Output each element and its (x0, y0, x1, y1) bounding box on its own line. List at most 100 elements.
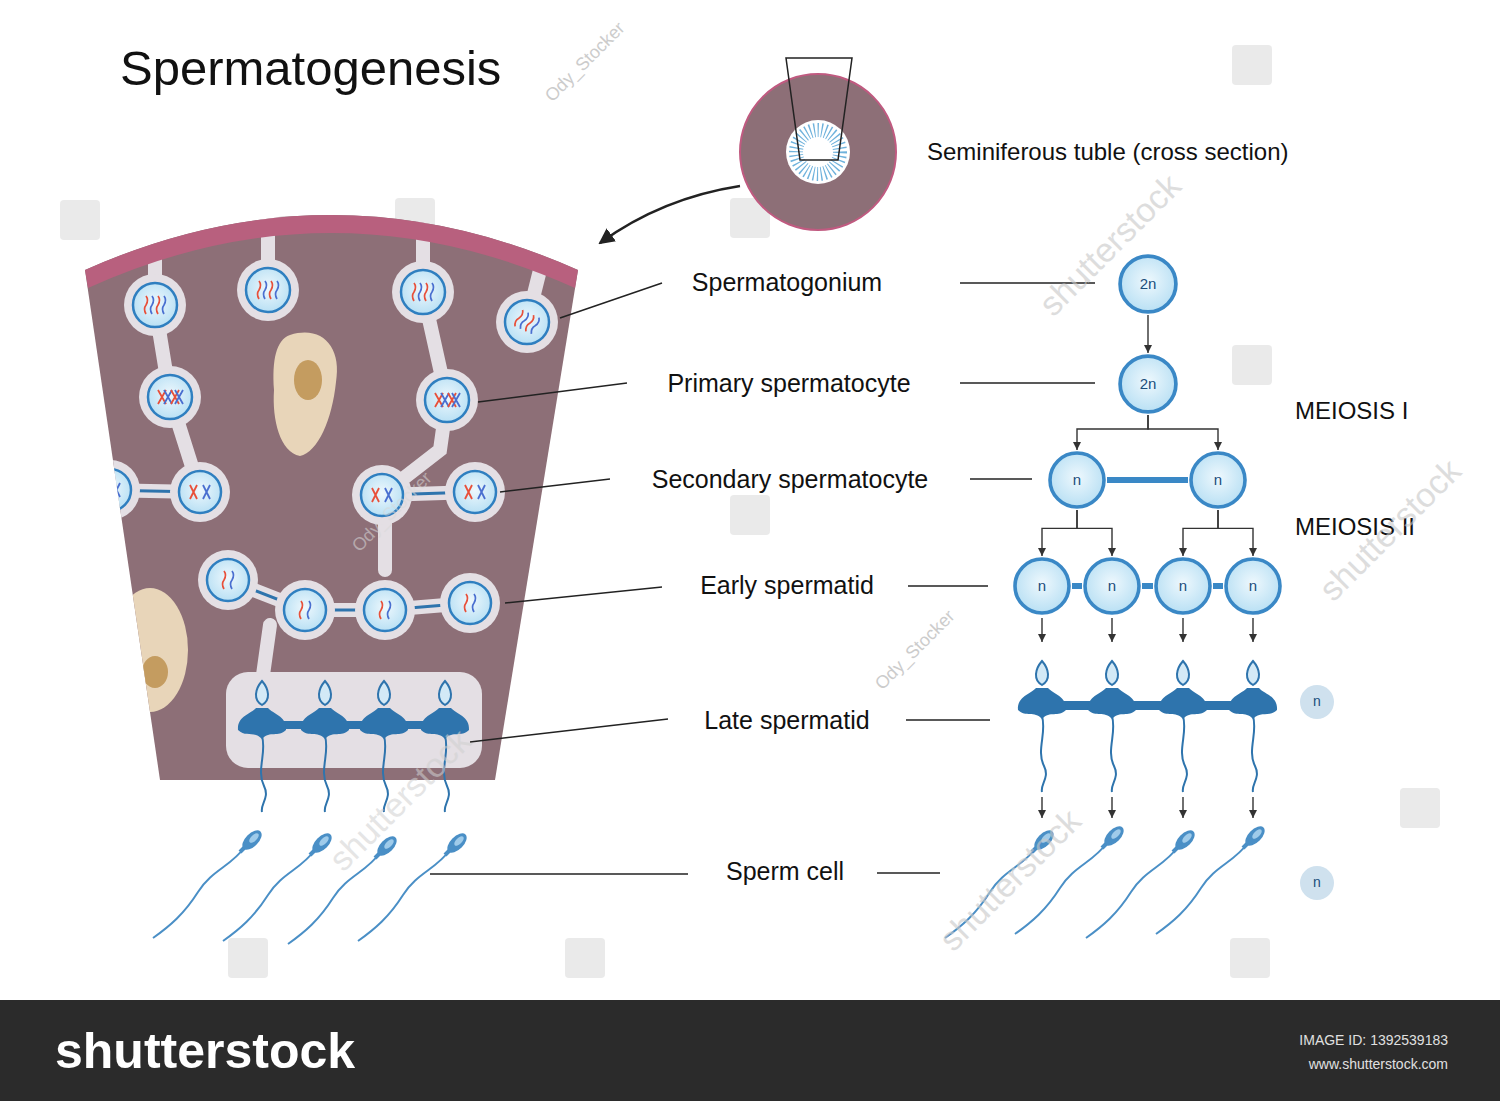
footer-url: www.shutterstock.com (1309, 1056, 1448, 1072)
watermark-square (565, 938, 605, 978)
sertoli-nucleus (294, 360, 322, 400)
circle-shape (1015, 559, 1069, 613)
chromosome-set (413, 283, 434, 301)
leader-line (877, 872, 940, 874)
chromosome-set (300, 601, 311, 619)
section-frame (786, 58, 852, 160)
chromosome-set (465, 594, 476, 612)
cytoplasmic-bridge (262, 721, 445, 729)
ploidy-text: 2n (1140, 276, 1157, 293)
cell-circle: n (1188, 450, 1248, 510)
division-arrow (1148, 415, 1218, 450)
cell-circle: n (1012, 556, 1072, 616)
cell-body (170, 462, 230, 522)
early-spermatid-nucleus (284, 589, 326, 631)
spermatogonium-nucleus (401, 270, 445, 314)
ploidy-text: n (1038, 578, 1046, 595)
stage-label: Spermatogonium (692, 268, 882, 297)
chromosome-set (190, 485, 210, 499)
diagram-title: Spermatogenesis (120, 40, 501, 96)
ploidy-text: n (1313, 875, 1321, 890)
cell-body (198, 550, 258, 610)
ploidy-text: 2n (1140, 376, 1157, 393)
stage-arrow (1252, 618, 1253, 642)
cell-stalks (100, 220, 540, 682)
leader-line (906, 719, 990, 721)
cell-nuclei (89, 268, 549, 631)
circle-shape (1156, 559, 1210, 613)
ploidy-text: n (1249, 578, 1257, 595)
sertoli-nucleus (142, 656, 168, 688)
cell-body (496, 291, 558, 353)
circle-shape (1226, 559, 1280, 613)
circle-shape (1191, 453, 1245, 507)
early-spermatid-nucleus (449, 582, 491, 624)
tubule-cross-section (600, 58, 896, 243)
leader-line (560, 283, 662, 318)
watermark-square (60, 200, 100, 240)
cell-containers (80, 259, 558, 640)
circle-shape (1050, 453, 1104, 507)
chromosome-set (158, 390, 183, 404)
sperm-cells-left (153, 827, 470, 944)
sperm-cell (1156, 823, 1268, 934)
cell-body (139, 366, 201, 428)
watermark-square (1232, 45, 1272, 85)
sector-contents (80, 220, 558, 768)
chromosome-set (380, 601, 391, 619)
stage-label: Sperm cell (726, 857, 844, 886)
late-spermatid (301, 681, 349, 812)
circle-shape (1300, 685, 1334, 719)
watermark: Ody_Stocker (541, 18, 629, 106)
chromosome-set (145, 296, 166, 314)
ploidy-text: n (1179, 578, 1187, 595)
late-spermatid (1159, 661, 1207, 792)
zoom-arrow (600, 186, 740, 243)
leader-line (500, 479, 610, 492)
leader-line (970, 478, 1032, 480)
chromosome-set (100, 483, 120, 497)
stage-label: Primary spermatocyte (667, 369, 910, 398)
watermark: Ody_Stocker (871, 606, 959, 694)
division-arrow (1218, 510, 1253, 556)
circle-shape (1120, 356, 1176, 412)
cell-body (80, 460, 140, 520)
late-spermatid (1018, 661, 1066, 792)
ploidy-text: n (1108, 578, 1116, 595)
ploidy-badge: n (1300, 685, 1334, 719)
watermark-square (1232, 345, 1272, 385)
stage-arrow (1111, 797, 1112, 818)
cell-body (124, 274, 186, 336)
footer-logo: shutterstock (55, 1023, 355, 1081)
late-spermatid (1088, 661, 1136, 792)
cytoplasmic-bridge (1213, 583, 1223, 589)
stage-arrow (1111, 618, 1112, 642)
late-spermatid (1229, 661, 1277, 792)
ploidy-text: n (1073, 472, 1081, 489)
tubule-wall (740, 74, 896, 230)
spermatogonium-nucleus (246, 268, 290, 312)
spermatogonium-nucleus (505, 300, 549, 344)
cell-body (355, 580, 415, 640)
caption-text: Seminiferous tuble (cross section) (927, 138, 1288, 166)
stage-label: Early spermatid (700, 571, 874, 600)
lumen-sperm-tails (796, 130, 840, 174)
cell-body (275, 580, 335, 640)
circle-shape (1085, 559, 1139, 613)
secondary-spermatocyte-nucleus (179, 471, 221, 513)
watermark-square (730, 495, 770, 535)
circle-shape (1300, 866, 1334, 900)
sperm-cell (223, 830, 335, 941)
division-arrow (1042, 510, 1077, 556)
cytoplasmic-bridge (228, 580, 470, 610)
primary-spermatocyte-nucleus (148, 375, 192, 419)
image-id: IMAGE ID: 1392539183 (1299, 1032, 1448, 1048)
primary-spermatocyte-nucleus (425, 378, 469, 422)
cytoplasmic-bridge (1072, 583, 1082, 589)
division-arrow (1077, 415, 1148, 450)
division-arrow (1183, 510, 1218, 556)
watermark-square (228, 938, 268, 978)
cytoplasmic-bridge (1142, 583, 1153, 589)
cell-circle: n (1153, 556, 1213, 616)
